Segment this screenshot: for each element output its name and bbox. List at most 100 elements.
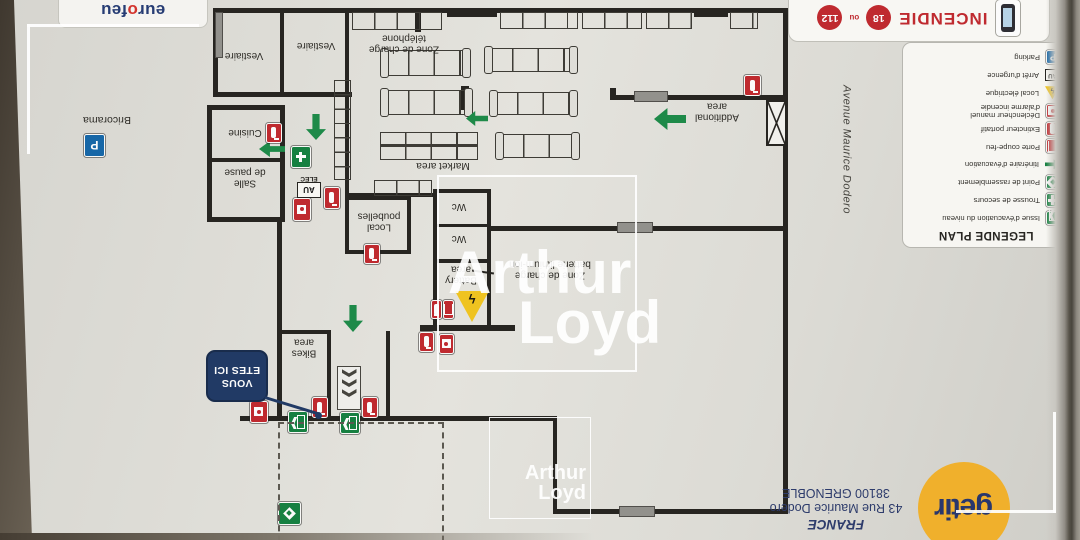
- shelf-solid: [694, 9, 728, 17]
- room-label-bikes: Bikes area: [291, 336, 317, 359]
- room-label-cuisine: Cuisine: [228, 127, 262, 139]
- watermark-text: Loyd: [518, 289, 662, 356]
- extinguisher-icon: [324, 187, 340, 209]
- you-are-here-badge: VOUS ETES ICI: [206, 350, 268, 402]
- room-label-salle-de-pause: Salle de pause: [224, 166, 266, 189]
- legend-row: ϟLocal électrique: [912, 84, 1060, 102]
- double-door-icon: [766, 100, 787, 146]
- room-battery: [433, 259, 491, 331]
- gondola: [489, 90, 578, 117]
- first-aid-icon: [291, 146, 311, 168]
- shelf-rack: [582, 12, 642, 29]
- room-label-vestiaire-1: Vestiaire: [224, 50, 264, 62]
- extinguisher-icon: [744, 75, 761, 96]
- wall-bikes-east: [327, 332, 331, 420]
- legend-row: PParking: [912, 48, 1060, 66]
- eurofeu-text: feu: [100, 1, 128, 20]
- shelf-rack: [374, 180, 432, 196]
- wall-bikes-north: [277, 330, 331, 334]
- wall-stub: [610, 88, 616, 100]
- shelf-rack: [352, 12, 442, 30]
- fire-number-112: 112: [817, 5, 843, 31]
- legend-row: AUArrêt d'urgence: [912, 66, 1060, 84]
- extinguisher-icon: [364, 244, 380, 264]
- door-additional: [634, 91, 668, 102]
- zone-label-phone-charging: Zone de charge téléphone: [368, 32, 440, 55]
- flame-icon: o: [127, 1, 138, 20]
- wall-corridor-west: [277, 220, 282, 421]
- photo-right-edge: [1046, 0, 1080, 540]
- watermark-corner-mark: [956, 510, 1056, 513]
- photo-bottom-edge: [0, 533, 1080, 540]
- extinguisher-icon: [419, 332, 434, 352]
- legend-panel: LEGENDE PLAN Issue d'évacuation du nivea…: [902, 42, 1070, 248]
- gondola: [484, 46, 578, 74]
- wall-wc-divider: [437, 224, 487, 227]
- shelf-solid: [447, 9, 497, 17]
- legend-row: Point de rassemblement: [912, 173, 1060, 191]
- watermark-corner-mark: [27, 24, 30, 154]
- elec-caption: ELEC: [300, 175, 318, 182]
- gondola: [380, 88, 473, 117]
- evac-arrow-left-icon: [654, 108, 686, 130]
- legend-row: Extincteur portatif: [912, 120, 1060, 138]
- gondola: [495, 132, 580, 160]
- phone-icon: [994, 0, 1021, 37]
- wall-step: [553, 418, 557, 513]
- legend-row: Itinéraire d'évacuation: [912, 155, 1060, 173]
- getir-wordmark: getir: [935, 492, 994, 525]
- you-are-here-text: VOUS ETES ICI: [213, 364, 261, 390]
- street-label: Avenue Maurice Dodero: [840, 85, 853, 214]
- emergency-stop-icon: AU: [297, 182, 321, 198]
- shelf-stack: [334, 80, 351, 180]
- wall-cuisine-divider: [210, 158, 282, 162]
- watermark-corner-mark: [1053, 412, 1056, 513]
- wall-entry-east: [386, 331, 390, 419]
- watermark-frame-large: [437, 175, 637, 372]
- wall-right: [783, 8, 788, 514]
- address-street: 43 Rue Maurice Dodero: [769, 501, 903, 516]
- watermark-corner-mark: [27, 24, 199, 27]
- fire-title: INCENDIE: [898, 9, 988, 28]
- shelf-rack: [730, 12, 758, 29]
- store-footer: getir FRANCE 43 Rue Maurice Dodero 38100…: [742, 462, 1038, 540]
- gondola-double: [380, 132, 478, 160]
- you-are-here-dot: [315, 412, 322, 419]
- wall-additional-north: [610, 95, 787, 100]
- gondola: [380, 48, 471, 78]
- fire-ou: ou: [849, 13, 860, 23]
- wall-bottom-right: [553, 509, 788, 514]
- shelf-rack: [646, 12, 692, 29]
- room-label-market: Market area: [416, 160, 470, 172]
- wall-vestiaire-divider: [280, 8, 284, 96]
- door-bottom: [619, 506, 655, 517]
- room-label-vestiaire-2: Vestiaire: [296, 40, 336, 52]
- legend-title: LEGENDE PLAN: [938, 229, 1034, 241]
- legend-row: Trousse de secours: [912, 191, 1060, 209]
- neighbor-label-bricorama: Bricorama: [83, 113, 131, 126]
- legend-row: Porte coupe-feu: [912, 137, 1060, 155]
- eurofeu-text: eur: [137, 1, 166, 20]
- shelf-rack: [500, 12, 578, 29]
- store-address: FRANCE 43 Rue Maurice Dodero 38100 GRENO…: [769, 484, 903, 533]
- wall-top: [213, 8, 787, 13]
- getir-logo: getir: [918, 462, 1011, 540]
- entrance-door-icon: [337, 366, 361, 410]
- address-country: FRANCE: [807, 517, 865, 533]
- watermark-text: Arthur: [448, 239, 632, 306]
- fire-number-18: 18: [866, 5, 892, 31]
- exterior-zone: [278, 422, 444, 540]
- manual-alarm-icon: [250, 401, 268, 423]
- legend-row: Déclencheur manuel d'alarme incendie: [912, 102, 1060, 120]
- stair-strip: [215, 12, 223, 58]
- evac-arrow-down-icon: [306, 114, 326, 140]
- wall-bottom-left: [240, 416, 557, 421]
- fire-emergency-header: INCENDIE 18 ou 112 Numéro d'appel d'urge…: [788, 0, 1050, 42]
- emergency-stop-group: AU ELEC: [296, 168, 322, 198]
- evac-arrow-down-icon: [343, 305, 363, 332]
- watermark-frame-small: [489, 417, 591, 519]
- address-city: 38100 GRENOBLE: [782, 485, 890, 500]
- legend-row: Issue d'évacuation du niveau: [912, 209, 1060, 227]
